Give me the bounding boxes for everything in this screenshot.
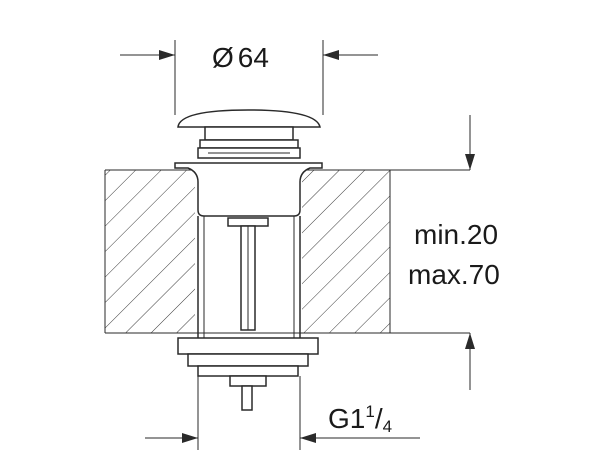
countertop-section-left bbox=[104, 170, 195, 333]
tail-screw bbox=[229, 375, 267, 411]
countertop-section-right bbox=[302, 170, 391, 333]
lock-nut bbox=[177, 337, 319, 377]
thread-dimension: G11/4 bbox=[145, 376, 420, 450]
thread-main: G1 bbox=[328, 403, 365, 434]
thickness-max-label: max.70 bbox=[408, 259, 500, 290]
drain-body bbox=[174, 162, 323, 338]
thickness-min-label: min.20 bbox=[414, 219, 498, 250]
drain-cap bbox=[177, 109, 321, 159]
thread-fraction-numerator: 1 bbox=[365, 402, 374, 421]
thread-label: G11/4 bbox=[328, 402, 392, 436]
drain-stem bbox=[227, 217, 269, 331]
thread-fraction-denominator: 4 bbox=[383, 417, 392, 436]
thickness-dimension: min.20 max.70 bbox=[408, 115, 500, 390]
thread-fraction-separator: / bbox=[375, 403, 383, 434]
diameter-symbol: Ø bbox=[212, 42, 234, 73]
diameter-value: 64 bbox=[238, 42, 269, 73]
